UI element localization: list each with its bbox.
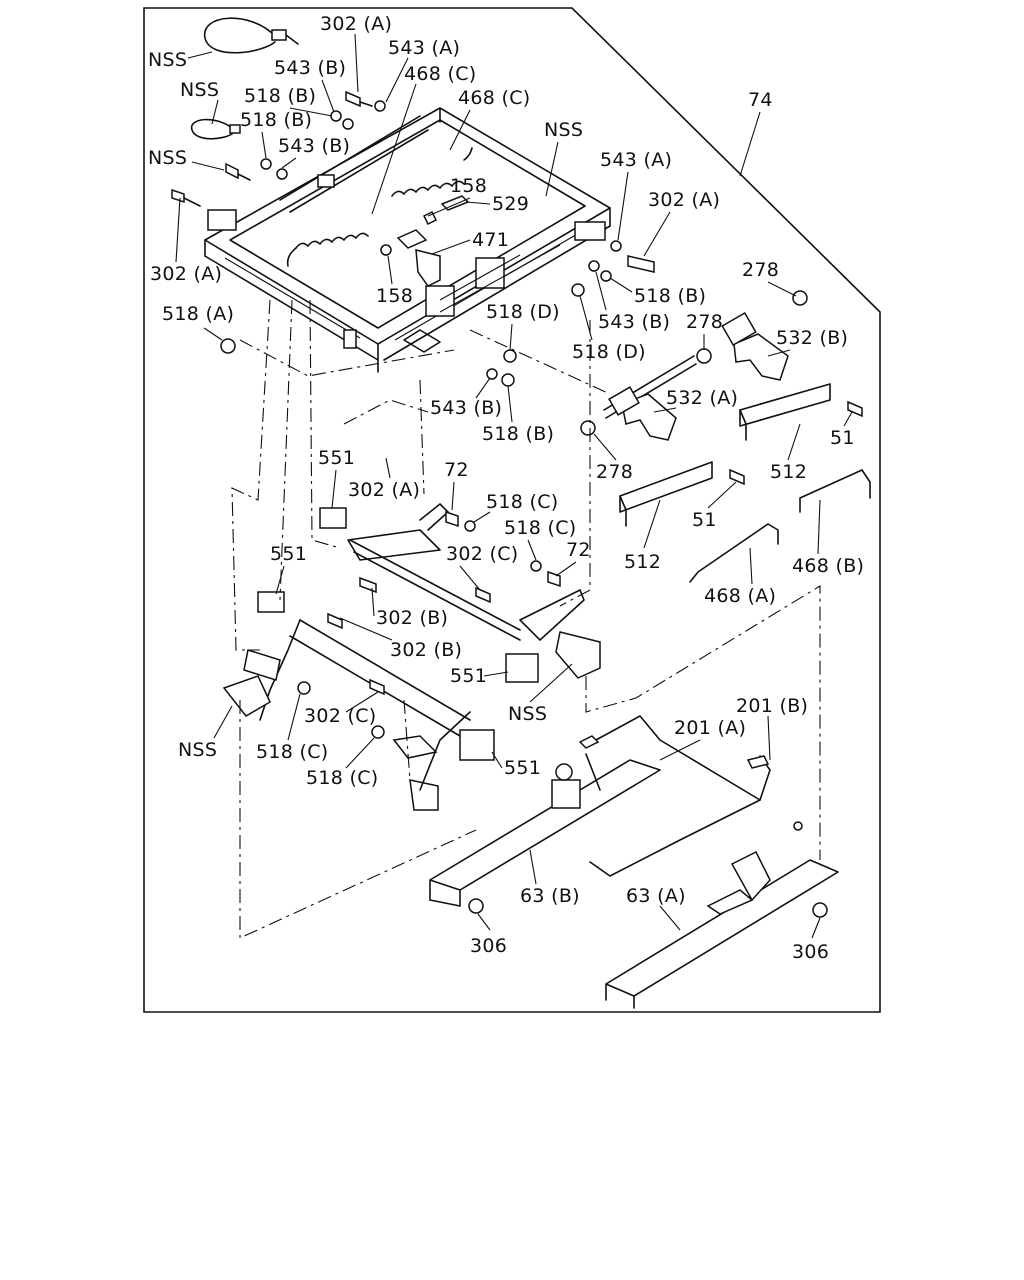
label-302c-1: 302 (C) — [446, 543, 519, 565]
label-518d-1: 518 (D) — [486, 301, 560, 323]
label-518b-1: 518 (B) — [244, 85, 316, 107]
label-74: 74 — [748, 89, 773, 111]
callout-labels: NSS 302 (A) 543 (A) NSS 543 (B) 468 (C) … — [148, 13, 864, 963]
label-518c-3: 518 (C) — [256, 741, 329, 763]
label-532b: 532 (B) — [776, 327, 848, 349]
label-543b-1: 543 (B) — [274, 57, 346, 79]
label-51-1: 51 — [830, 427, 855, 449]
leader-lines — [175, 33, 853, 939]
label-543b-3: 543 (B) — [598, 311, 670, 333]
label-302a-4: 302 (A) — [348, 479, 420, 501]
label-543a-2: 543 (A) — [600, 149, 672, 171]
seat-rail-63a — [605, 850, 839, 1009]
label-512-1: 512 — [770, 461, 807, 483]
label-63b: 63 (B) — [520, 885, 580, 907]
label-551-3: 551 — [450, 665, 487, 687]
bracket-512-upper — [739, 383, 831, 441]
label-nss-5: NSS — [508, 703, 547, 725]
label-471: 471 — [472, 229, 509, 251]
label-532a: 532 (A) — [666, 387, 738, 409]
label-512-2: 512 — [624, 551, 661, 573]
label-468b: 468 (B) — [792, 555, 864, 577]
wire-468b — [799, 469, 871, 513]
label-518c-4: 518 (C) — [306, 767, 379, 789]
hardware-top — [171, 90, 655, 387]
label-278-3: 278 — [596, 461, 633, 483]
label-302b-2: 302 (B) — [390, 639, 462, 661]
label-518a: 518 (A) — [162, 303, 234, 325]
label-51-2: 51 — [692, 509, 717, 531]
label-nss-3: NSS — [544, 119, 583, 141]
label-nss-4: NSS — [148, 147, 187, 169]
label-nss-6: NSS — [178, 739, 217, 761]
spring-468c-left — [286, 232, 369, 267]
label-278-2: 278 — [686, 311, 723, 333]
label-nss-2: NSS — [180, 79, 219, 101]
label-201b: 201 (B) — [736, 695, 808, 717]
bracket-512-lower — [619, 461, 713, 527]
label-302b-1: 302 (B) — [376, 607, 448, 629]
label-302a-2: 302 (A) — [648, 189, 720, 211]
seat-rail-63b — [429, 753, 661, 907]
seat-frame — [204, 107, 611, 373]
wire-468a — [689, 523, 779, 583]
spring-468c-right — [391, 147, 473, 197]
label-518c-2: 518 (C) — [504, 517, 577, 539]
label-72-1: 72 — [444, 459, 469, 481]
label-158-1: 158 — [450, 175, 487, 197]
label-468a: 468 (A) — [704, 585, 776, 607]
label-518d-2: 518 (D) — [572, 341, 646, 363]
label-302a-3: 302 (A) — [150, 263, 222, 285]
cable-tie-upper — [204, 17, 299, 54]
assembly-lines — [231, 299, 821, 939]
label-302a-1: 302 (A) — [320, 13, 392, 35]
label-529: 529 — [492, 193, 529, 215]
label-543b-4: 543 (B) — [430, 397, 502, 419]
label-306-1: 306 — [470, 935, 507, 957]
label-468c-1: 468 (C) — [404, 63, 477, 85]
link-assembly — [222, 503, 601, 811]
label-201a: 201 (A) — [674, 717, 746, 739]
label-306-2: 306 — [792, 941, 829, 963]
label-63a: 63 (A) — [626, 885, 686, 907]
label-518c-1: 518 (C) — [486, 491, 559, 513]
label-278-1: 278 — [742, 259, 779, 281]
label-543a-1: 543 (A) — [388, 37, 460, 59]
label-551-2: 551 — [270, 543, 307, 565]
label-551-1: 551 — [318, 447, 355, 469]
cables-201 — [578, 715, 803, 877]
label-158-2: 158 — [376, 285, 413, 307]
label-551-4: 551 — [504, 757, 541, 779]
label-518b-4: 518 (B) — [482, 423, 554, 445]
label-72-2: 72 — [566, 539, 591, 561]
label-518b-2: 518 (B) — [240, 109, 312, 131]
label-302c-2: 302 (C) — [304, 705, 377, 727]
label-nss-1: NSS — [148, 49, 187, 71]
label-468c-2: 468 (C) — [458, 87, 531, 109]
cable-tie-lower — [191, 118, 241, 140]
nuts-306 — [468, 898, 828, 918]
label-543b-2: 543 (B) — [278, 135, 350, 157]
label-518b-3: 518 (B) — [634, 285, 706, 307]
lever-assembly-right — [580, 290, 863, 486]
diagram-frame — [143, 7, 881, 1013]
